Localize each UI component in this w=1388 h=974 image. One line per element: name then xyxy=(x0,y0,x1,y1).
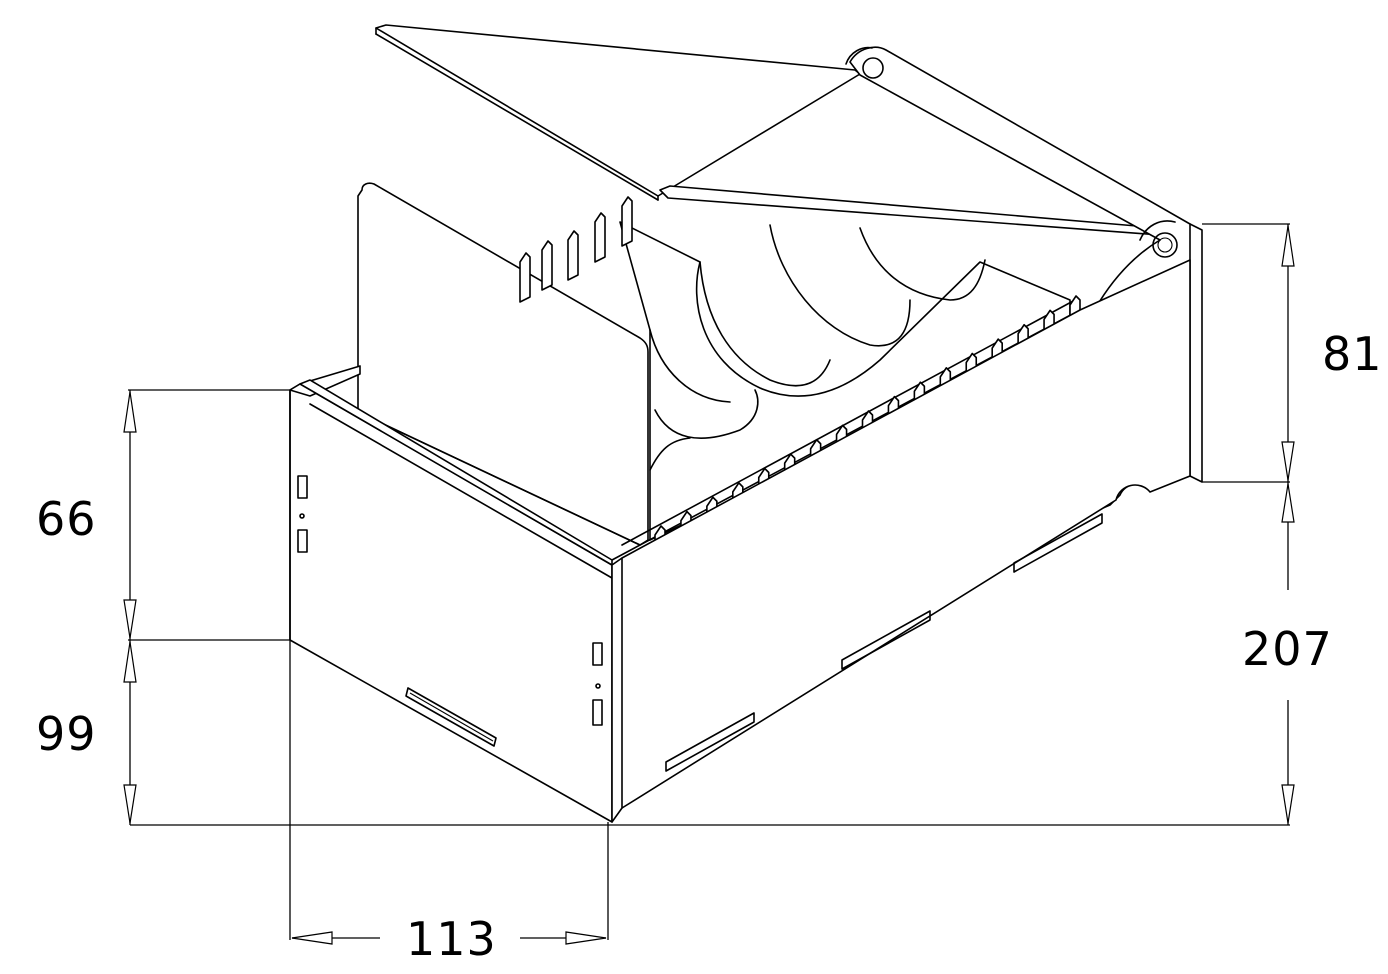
arrow-99-top xyxy=(123,641,137,683)
interior-dividers xyxy=(619,221,1071,541)
arrow-66-top xyxy=(123,391,137,433)
arrow-207-bottom xyxy=(1281,784,1295,824)
dimension-207: 207 xyxy=(1242,622,1333,676)
rail-tab xyxy=(594,212,606,263)
dimension-66: 66 xyxy=(36,492,97,546)
dimension-lines xyxy=(123,223,1295,945)
arrow-113-left xyxy=(291,931,333,945)
tall-plate xyxy=(357,182,649,546)
lid xyxy=(375,24,1161,236)
arrow-207-top xyxy=(1281,483,1295,523)
rail-tab xyxy=(541,240,553,291)
arrow-81-top xyxy=(1281,225,1295,267)
arrow-81-bottom xyxy=(1281,441,1295,481)
arrow-99-bottom xyxy=(123,784,137,824)
dimension-81: 81 xyxy=(1322,327,1383,381)
dimension-99: 99 xyxy=(36,707,97,761)
rail-tab xyxy=(621,196,633,247)
dimension-113: 113 xyxy=(406,912,497,966)
arrow-113-right xyxy=(565,931,607,945)
rail-tab xyxy=(567,230,579,281)
rail-tab xyxy=(519,252,531,303)
long-side-panel xyxy=(611,259,1191,823)
arrow-66-bottom xyxy=(123,599,137,639)
